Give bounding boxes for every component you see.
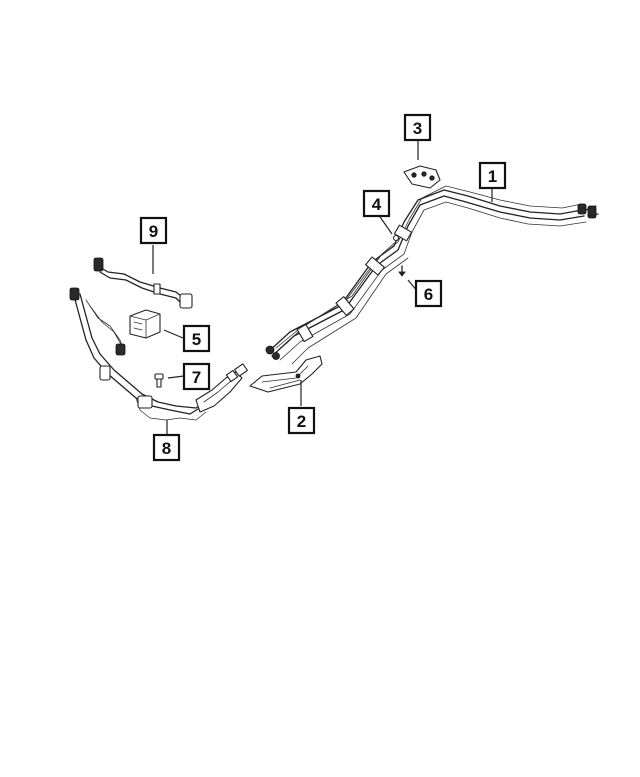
line-part-9 [93, 257, 193, 309]
brake-line-bundle-part-1 [265, 185, 599, 365]
callout-4-label: 4 [372, 195, 382, 214]
shield-part-2 [249, 355, 323, 393]
callout-2-label: 2 [297, 412, 306, 431]
callout-9-label: 9 [149, 222, 158, 241]
callout-1-label: 1 [488, 167, 497, 186]
callout-3-label: 3 [413, 119, 422, 138]
line-assembly-part-8 [69, 287, 248, 421]
callout-5: 5 [182, 324, 211, 353]
callout-7-label: 7 [192, 368, 201, 387]
callout-4: 4 [362, 189, 391, 218]
callout-9: 9 [139, 216, 168, 245]
clip-part-4 [392, 234, 400, 242]
callout-1: 1 [478, 161, 507, 190]
fastener-part-6 [398, 265, 406, 277]
callout-7: 7 [182, 362, 211, 391]
callout-8: 8 [152, 433, 181, 462]
callout-5-label: 5 [192, 330, 201, 349]
bracket-part-5 [129, 309, 161, 339]
callout-6: 6 [414, 279, 443, 308]
bolt-part-7 [154, 373, 164, 388]
callout-2: 2 [287, 406, 316, 435]
callout-3: 3 [403, 113, 432, 142]
callout-8-label: 8 [162, 439, 171, 458]
callout-6-label: 6 [424, 285, 433, 304]
bracket-part-3 [403, 165, 441, 189]
